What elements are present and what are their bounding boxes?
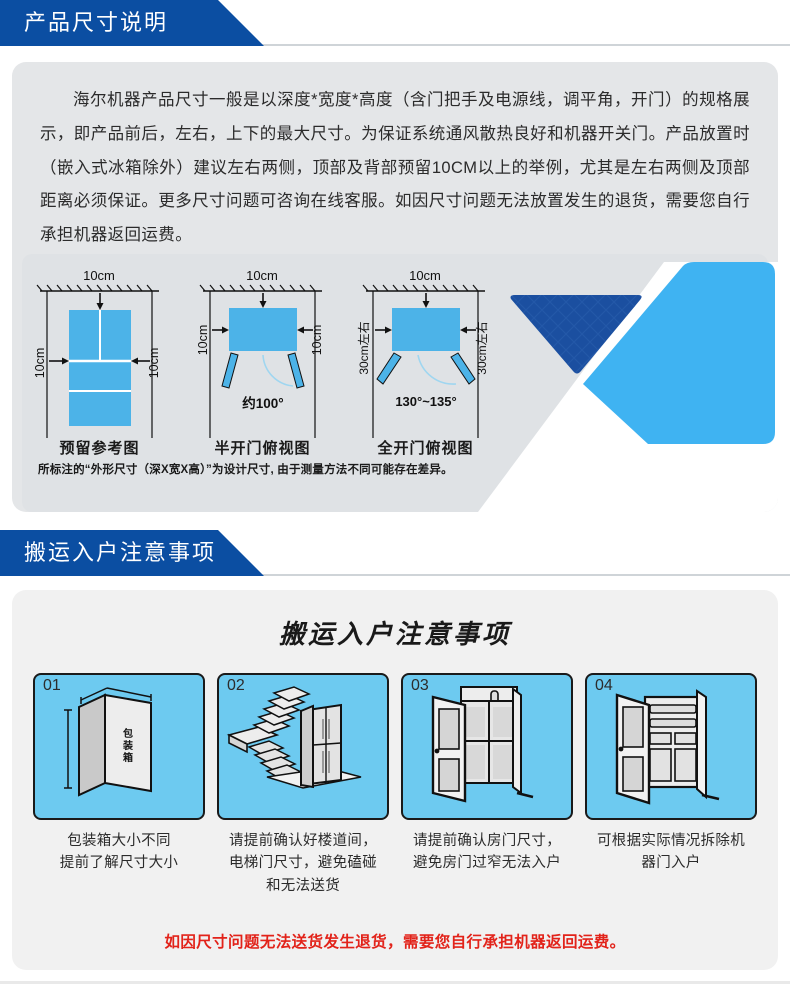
card-01-box-label-2: 装 (122, 739, 133, 752)
moving-card-02: 02 (217, 673, 389, 897)
full-open-illustration: 10cm (356, 268, 489, 438)
card-01-box-label-1: 包 (123, 727, 133, 740)
section-header-product-size: 产品尺寸说明 (0, 0, 790, 46)
decorative-shapes (478, 254, 778, 512)
diagram-reserve-reference: 10cm (18, 260, 181, 460)
half-open-illustration: 10cm (196, 268, 324, 438)
diagram2-right-label: 10cm (310, 325, 324, 356)
moving-card-04: 04 (585, 673, 757, 897)
diagram3-angle-label: 130°~135° (395, 394, 456, 409)
diagram2-angle-label: 约100° (242, 395, 283, 411)
diagram-half-open-top-view: 10cm (181, 260, 344, 460)
diagram1-caption: 预留参考图 (59, 440, 140, 457)
moving-notice-heading: 搬运入户注意事项 (278, 619, 511, 649)
diagram3-left-label: 30cm左右 (356, 321, 371, 374)
diagram3-caption: 全开门俯视图 (377, 440, 474, 457)
decorative-triangle-group (510, 262, 775, 444)
banner-slant-shape (218, 0, 264, 46)
card-01-art: 01 包 装 箱 (33, 673, 205, 820)
card-02-number: 02 (227, 677, 245, 694)
bottom-divider (0, 981, 790, 984)
moving-notice-cards: 01 包 装 箱 (12, 651, 778, 897)
card-04-art: 04 (585, 673, 757, 820)
dimension-footnote: 所标注的“外形尺寸（深X宽X高）”为设计尺寸, 由于测量方法不同可能存在差异。 (38, 464, 453, 476)
card-02-art: 02 (217, 673, 389, 820)
diagram2-left-label: 10cm (196, 325, 210, 356)
packing-box-icon: 包 装 箱 (64, 687, 152, 797)
card-02-caption: 请提前确认好楼道间，电梯门尺寸，避免磕碰和无法送货 (229, 833, 377, 894)
card-04-caption: 可根据实际情况拆除机器门入户 (597, 833, 745, 872)
reserve-reference-illustration: 10cm (33, 268, 161, 438)
stairs-and-fridge-icon (226, 686, 362, 789)
section2-title: 搬运入户注意事项 (24, 540, 217, 565)
deco-light-blue-shape (583, 262, 775, 444)
section1-title: 产品尺寸说明 (24, 10, 169, 35)
product-size-intro-text: 海尔机器产品尺寸一般是以深度*宽度*高度（含门把手及电源线，调平角，开门）的规格… (40, 91, 750, 245)
moving-warning-text: 如因尺寸问题无法送货发生退货，需要您自行承担机器返回运费。 (164, 934, 626, 951)
banner-bar (0, 0, 218, 46)
banner-bar-2 (0, 530, 218, 576)
diagram1-top-label: 10cm (83, 268, 115, 283)
diagram3-right-label: 30cm左右 (474, 321, 489, 374)
banner-underline-2 (0, 574, 790, 576)
card-03-caption: 请提前确认房门尺寸，避免房门过窄无法入户 (413, 833, 561, 872)
card-04-number: 04 (595, 677, 613, 694)
banner-slant-shape-2 (218, 530, 264, 576)
product-size-panel: 海尔机器产品尺寸一般是以深度*宽度*高度（含门把手及电源线，调平角，开门）的规格… (12, 62, 778, 512)
open-door-fridge-icon (615, 689, 720, 805)
moving-notice-panel: 搬运入户注意事项 01 包 (12, 590, 778, 970)
diagram1-left-label: 10cm (33, 348, 47, 379)
moving-card-03: 03 (401, 673, 573, 897)
doorway-fridge-icon (431, 686, 534, 803)
deco-pattern-overlay (510, 295, 642, 374)
card-03-number: 03 (411, 677, 429, 694)
diagram-full-open-top-view: 10cm (344, 260, 507, 460)
moving-card-01: 01 包 装 箱 (33, 673, 205, 897)
section-header-moving-notice: 搬运入户注意事项 (0, 530, 790, 576)
diagram1-right-label: 10cm (147, 348, 161, 379)
banner-underline (0, 44, 790, 46)
card-01-number: 01 (43, 677, 61, 694)
card-01-box-label-3: 箱 (123, 751, 133, 764)
card-01-caption: 包装箱大小不同提前了解尺寸大小 (59, 833, 179, 872)
diagram2-caption: 半开门俯视图 (214, 440, 311, 457)
diagram3-top-label: 10cm (409, 268, 441, 283)
diagram2-top-label: 10cm (246, 268, 278, 283)
card-03-art: 03 (401, 673, 573, 820)
